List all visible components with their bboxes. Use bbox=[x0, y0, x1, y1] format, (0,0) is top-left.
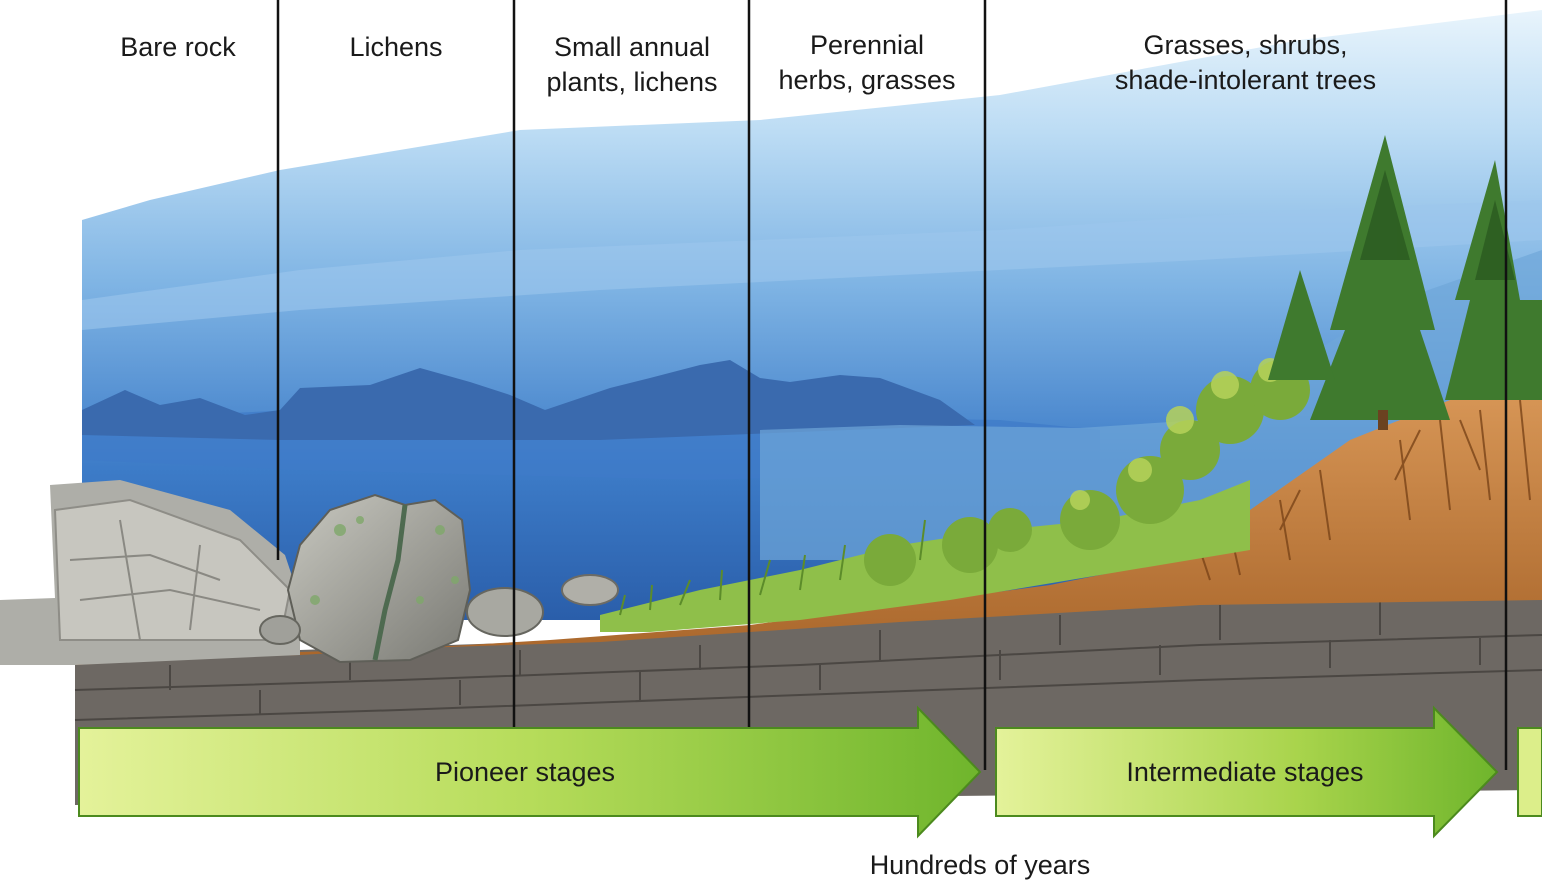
timescale-label: Hundreds of years bbox=[830, 850, 1130, 881]
small-rock bbox=[562, 575, 618, 605]
stage-label-grasses-shrubs-trees: Grasses, shrubs, shade-intolerant trees bbox=[987, 28, 1504, 98]
stage-label-small-annual-plants: Small annual plants, lichens bbox=[516, 30, 748, 100]
tree-trunk bbox=[1378, 410, 1388, 430]
stage-label-lichens: Lichens bbox=[280, 30, 512, 65]
stage-label-bare-rock: Bare rock bbox=[80, 30, 276, 65]
pioneer-stages-label: Pioneer stages bbox=[300, 757, 750, 788]
next-arrow-stub bbox=[1518, 728, 1542, 816]
small-rock bbox=[467, 588, 543, 636]
small-rock bbox=[260, 616, 300, 644]
intermediate-stages-label: Intermediate stages bbox=[1000, 757, 1490, 788]
stage-label-perennial-herbs: Perennial herbs, grasses bbox=[751, 28, 983, 98]
